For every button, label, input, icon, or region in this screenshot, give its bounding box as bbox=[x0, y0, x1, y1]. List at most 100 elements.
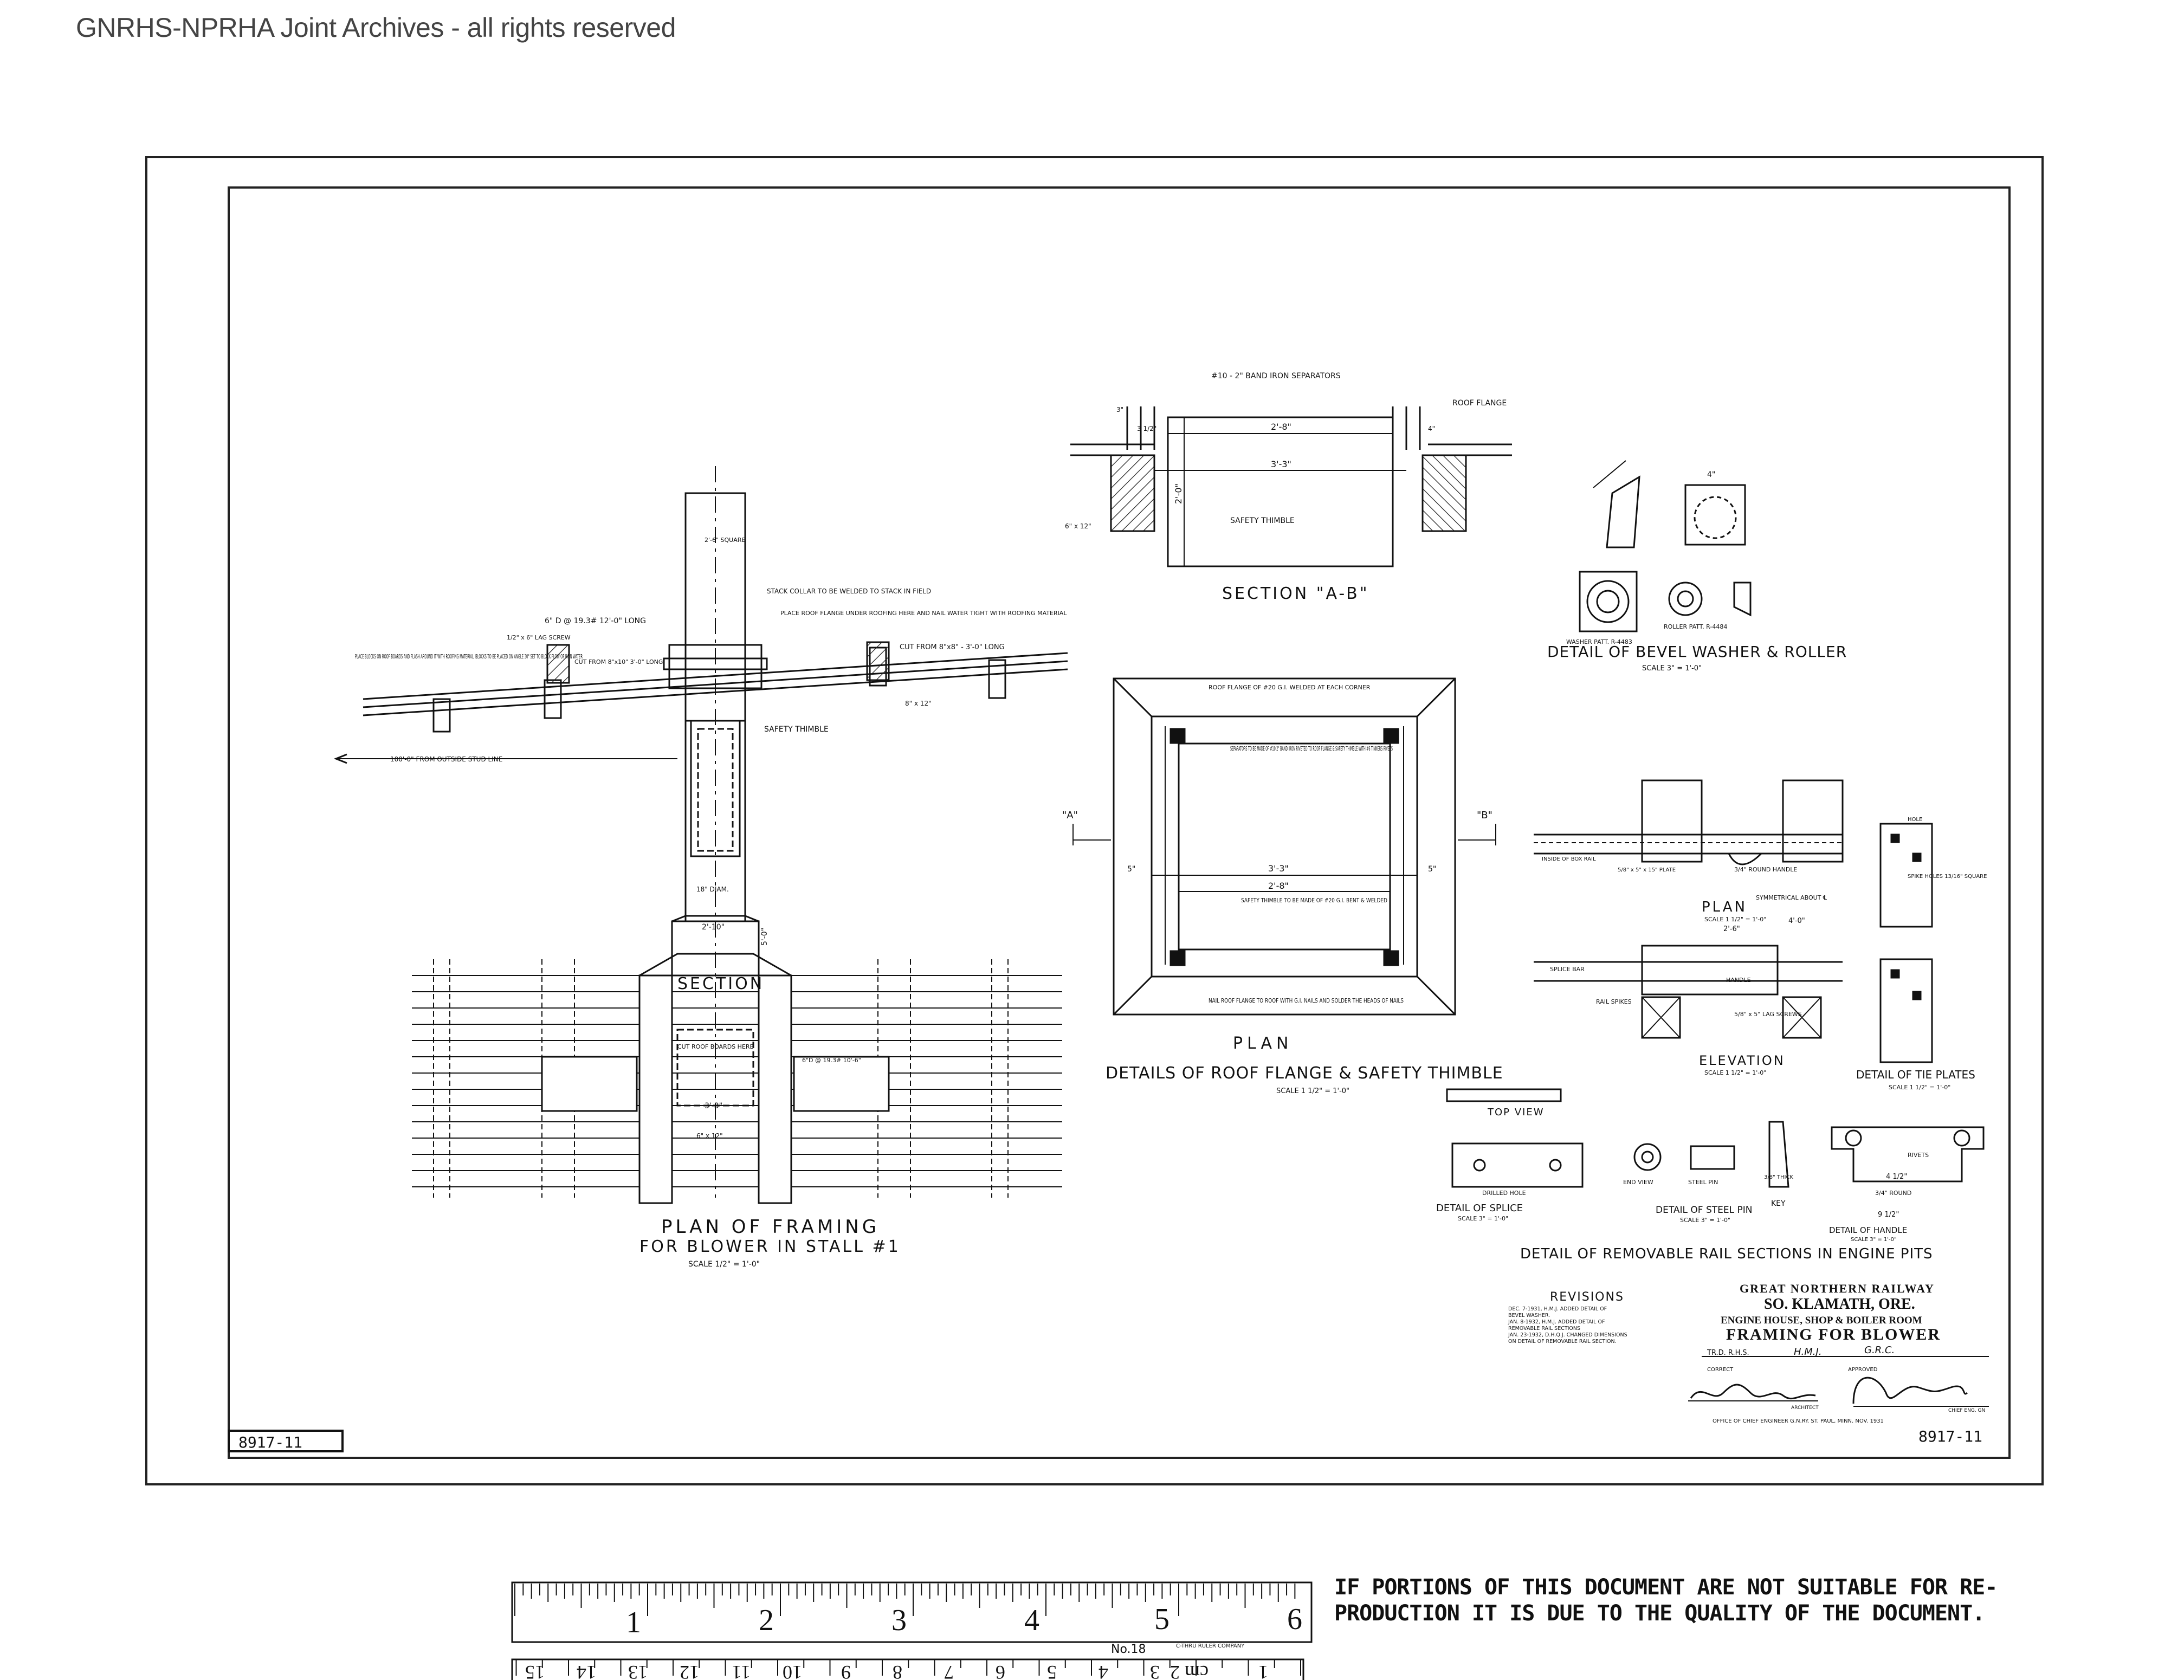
cut-from-right-note: CUT FROM 8"x8" - 3'-0" LONG bbox=[900, 643, 1005, 651]
washer-dim-4: 4" bbox=[1707, 470, 1715, 479]
ruler-maker: C-THRU RULER COMPANY bbox=[1176, 1643, 1245, 1649]
spike-holes-label: SPIKE HOLES 13/16" SQUARE bbox=[1908, 874, 1987, 880]
bevel-washer-labels: DETAIL OF BEVEL WASHER & ROLLER SCALE 3"… bbox=[1547, 470, 1847, 673]
revision-line-6: ON DETAIL OF REMOVABLE RAIL SECTION. bbox=[1508, 1339, 1617, 1345]
traced-by: TR.D. R.H.S. bbox=[1707, 1349, 1749, 1357]
round-handle-label: 3/4" ROUND HANDLE bbox=[1734, 866, 1797, 873]
diam-dim: 18" DIAM. bbox=[696, 886, 729, 893]
revision-line-1: DEC. 7-1931, H.M.J. ADDED DETAIL OF bbox=[1508, 1306, 1607, 1312]
inside-rail-label: INSIDE OF BOX RAIL bbox=[1542, 856, 1596, 862]
safety-thimble-label: SAFETY THIMBLE bbox=[764, 725, 829, 734]
dim-2-0-section: 2'-0" bbox=[1173, 483, 1184, 504]
ruler-cm-5: 5 bbox=[1047, 1662, 1057, 1680]
key-label: KEY bbox=[1771, 1199, 1786, 1208]
hole-label: HOLE bbox=[1908, 817, 1922, 823]
section-label: SECTION bbox=[677, 974, 764, 993]
cut-from-left-note: CUT FROM 8"x10" 3'-0" LONG bbox=[574, 658, 663, 665]
architect-signature bbox=[1690, 1384, 1816, 1400]
splice-title: DETAIL OF SPLICE bbox=[1436, 1203, 1523, 1214]
section-ab-labels: SECTION "A-B" #10 - 2" BAND IRON SEPARAT… bbox=[1065, 372, 1507, 603]
handle-dim-4-1-2: 4 1/2" bbox=[1886, 1173, 1907, 1181]
top-view-label: TOP VIEW bbox=[1487, 1107, 1545, 1118]
dim-5-0: 5'-0" bbox=[760, 928, 769, 946]
steel-pin-scale: SCALE 3" = 1'-0" bbox=[1680, 1217, 1730, 1224]
rail-dim-4-0: 4'-0" bbox=[1788, 917, 1805, 925]
dim-2-8-section: 2'-8" bbox=[1271, 422, 1291, 432]
thick-label: 3/8" THICK bbox=[1764, 1174, 1793, 1180]
approved-label: APPROVED bbox=[1848, 1367, 1878, 1373]
band-iron-note: #10 - 2" BAND IRON SEPARATORS bbox=[1211, 372, 1341, 380]
roof-flange-plan-drawing bbox=[1072, 677, 1496, 1016]
rail-plan-scale: SCALE 1 1/2" = 1'-0" bbox=[1704, 916, 1766, 923]
handle-scale: SCALE 3" = 1'-0" bbox=[1851, 1237, 1897, 1243]
timber-8x12-label: 8" x 12" bbox=[905, 700, 932, 707]
pipe-note: 6" D @ 19.3# 12'-0" LONG bbox=[545, 617, 646, 625]
washer-pattern-label: WASHER PATT. R-4483 bbox=[1566, 638, 1632, 645]
stack-square-dim: 2'-6" SQUARE bbox=[705, 537, 745, 544]
location: SO. KLAMATH, ORE. bbox=[1764, 1296, 1915, 1313]
lag-screw-note: 1/2" x 6" LAG SCREW bbox=[507, 634, 571, 641]
dim-3: 3" bbox=[1116, 406, 1123, 413]
separators-note: SEPARATORS TO BE MADE OF #10 2" BAND IRO… bbox=[1230, 745, 1393, 752]
symmetrical-note: SYMMETRICAL ABOUT ℄ bbox=[1756, 894, 1827, 901]
drawing-title: FRAMING FOR BLOWER bbox=[1726, 1326, 1941, 1343]
dim-3-3-section: 3'-3" bbox=[1271, 459, 1291, 469]
handle-dim-9-1-2: 9 1/2" bbox=[1878, 1211, 1899, 1219]
subject: ENGINE HOUSE, SHOP & BOILER ROOM bbox=[1721, 1315, 1922, 1326]
section-ab-title: SECTION "A-B" bbox=[1222, 584, 1369, 603]
ruler-cm-11: 11 bbox=[732, 1662, 751, 1680]
chief-engineer-label: CHIEF ENG. GN bbox=[1948, 1408, 1985, 1413]
handle-label: HANDLE bbox=[1726, 977, 1751, 984]
measurement-ruler: 1 2 3 4 5 6 No.18 C-THRU RULER COMPANY 1… bbox=[511, 1581, 1313, 1680]
rivets-label: RIVETS bbox=[1908, 1152, 1929, 1159]
thimble-made-note: SAFETY THIMBLE TO BE MADE OF #20 G.I. BE… bbox=[1241, 897, 1387, 904]
ruler-cm-labels: 1 cm 2 3 4 5 6 7 8 9 10 11 12 13 14 15 bbox=[525, 1662, 1268, 1680]
office-line: OFFICE OF CHIEF ENGINEER G.N.RY. ST. PAU… bbox=[1713, 1418, 1884, 1424]
timber-6x12-label: 6" x 12" bbox=[696, 1132, 723, 1140]
revision-line-5: JAN. 23-1932, D.H.Q.J. CHANGED DIMENSION… bbox=[1508, 1332, 1627, 1338]
cut-roof-boards-note: CUT ROOF BOARDS HERE bbox=[677, 1043, 754, 1050]
bevel-washer-title: DETAIL OF BEVEL WASHER & ROLLER bbox=[1547, 643, 1847, 661]
plan-framing-title-2: FOR BLOWER IN STALL #1 bbox=[639, 1237, 901, 1256]
drawn-by: H.M.J. bbox=[1794, 1346, 1822, 1358]
plan-framing-title-1: PLAN OF FRAMING bbox=[661, 1216, 880, 1238]
flange-welded-note: ROOF FLANGE OF #20 G.I. WELDED AT EACH C… bbox=[1209, 684, 1371, 691]
nail-flange-note: NAIL ROOF FLANGE TO ROOF WITH G.I. NAILS… bbox=[1209, 997, 1404, 1004]
revisions-block: REVISIONS DEC. 7-1931, H.M.J. ADDED DETA… bbox=[1508, 1290, 1627, 1345]
place-blocks-note: PLACE BLOCKS ON ROOF BOARDS AND FLASH AR… bbox=[355, 653, 583, 660]
ruler-number-2: 2 bbox=[759, 1604, 774, 1637]
flange-dim-5-left: 5" bbox=[1127, 865, 1135, 874]
lag-screws-label: 5/8" x 5" LAG SCREWS bbox=[1734, 1011, 1802, 1018]
ruler-cm-1: 1 bbox=[1258, 1662, 1268, 1680]
rail-sections-labels: DETAIL OF REMOVABLE RAIL SECTIONS IN ENG… bbox=[1436, 817, 1987, 1262]
safety-thimble-section: SAFETY THIMBLE bbox=[1230, 516, 1295, 525]
ruler-number-4: 4 bbox=[1024, 1604, 1039, 1637]
correct-label: CORRECT bbox=[1707, 1367, 1734, 1373]
steel-pin-title: DETAIL OF STEEL PIN bbox=[1656, 1205, 1753, 1216]
bevel-washer-scale: SCALE 3" = 1'-0" bbox=[1642, 664, 1702, 673]
splice-scale: SCALE 3" = 1'-0" bbox=[1458, 1215, 1508, 1222]
stack-collar-note: STACK COLLAR TO BE WELDED TO STACK IN FI… bbox=[767, 587, 931, 595]
roof-flange-title: DETAILS OF ROOF FLANGE & SAFETY THIMBLE bbox=[1106, 1064, 1503, 1083]
elevation-scale: SCALE 1 1/2" = 1'-0" bbox=[1704, 1069, 1766, 1076]
flange-dim-2-8: 2'-8" bbox=[1268, 881, 1289, 891]
roof-flange-label: ROOF FLANGE bbox=[1452, 399, 1507, 408]
steel-pin-label: STEEL PIN bbox=[1688, 1179, 1718, 1186]
bevel-washer-drawing bbox=[1579, 460, 1752, 632]
tie-plates-scale: SCALE 1 1/2" = 1'-0" bbox=[1889, 1084, 1950, 1091]
roof-flange-plan-labels: PLAN DETAILS OF ROOF FLANGE & SAFETY THI… bbox=[1062, 684, 1503, 1095]
ruler-cm-10: 10 bbox=[783, 1662, 802, 1680]
revision-line-2: BEVEL WASHER. bbox=[1508, 1313, 1550, 1319]
ruler-cm-2: cm 2 bbox=[1170, 1662, 1209, 1680]
archive-watermark: GNRHS-NPRHA Joint Archives - all rights … bbox=[76, 12, 676, 43]
distance-note: 100'-0" FROM OUTSIDE STUD LINE bbox=[390, 755, 502, 763]
ruler-cm-13: 13 bbox=[628, 1662, 648, 1680]
dim-4: 4" bbox=[1428, 425, 1435, 432]
ruler-cm-8: 8 bbox=[893, 1662, 902, 1680]
elevation-label: ELEVATION bbox=[1699, 1053, 1785, 1068]
ruler-model: No.18 bbox=[1111, 1643, 1146, 1656]
ruler-number-1: 1 bbox=[626, 1606, 641, 1639]
drawing-number-left: 8917-11 bbox=[238, 1433, 302, 1451]
timber-section-left: 6" x 12" bbox=[1065, 522, 1091, 530]
